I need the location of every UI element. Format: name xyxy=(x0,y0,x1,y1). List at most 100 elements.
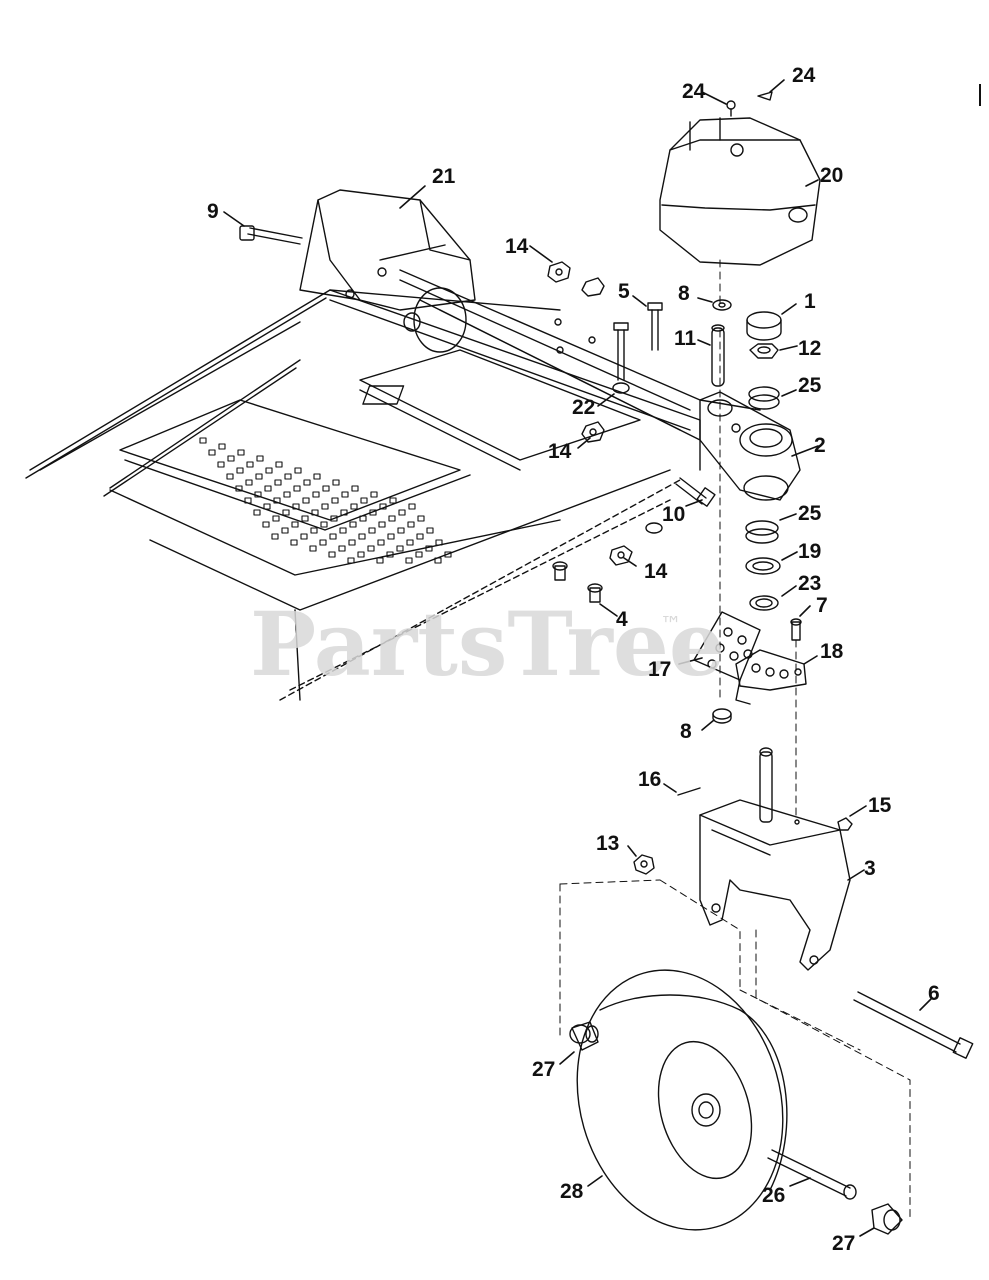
callout-14-top[interactable]: 14 xyxy=(505,235,529,258)
foot-plate-hole xyxy=(253,509,261,516)
foot-plate-hole xyxy=(444,551,452,558)
foot-plate-hole xyxy=(292,503,300,510)
foot-plate-hole xyxy=(236,467,244,474)
foot-plate-hole xyxy=(199,437,207,444)
foot-plate-hole xyxy=(416,533,424,540)
wheel-tire-28 xyxy=(576,969,788,1231)
callout-25-bottom[interactable]: 25 xyxy=(798,502,822,525)
callout-10[interactable]: 10 xyxy=(662,503,685,526)
foot-plate-hole xyxy=(275,461,283,468)
sleeve-26 xyxy=(767,1149,857,1200)
screw-24-left xyxy=(726,100,736,117)
foot-plate-hole xyxy=(349,521,357,528)
foot-plate-hole xyxy=(237,449,245,456)
foot-plate-hole xyxy=(397,527,405,534)
fender-cover-left xyxy=(299,189,476,353)
callout-3[interactable]: 3 xyxy=(864,857,876,880)
callout-4[interactable]: 4 xyxy=(616,608,628,631)
foot-plate-hole xyxy=(309,545,317,552)
foot-plate-hole xyxy=(407,521,415,528)
callout-19[interactable]: 19 xyxy=(798,540,821,563)
foot-plate-hole xyxy=(368,527,376,534)
foot-plate-hole xyxy=(293,485,301,492)
foot-plate-hole xyxy=(377,539,385,546)
callout-26[interactable]: 26 xyxy=(762,1184,785,1207)
callout-8-bottom[interactable]: 8 xyxy=(680,720,692,743)
callout-23[interactable]: 23 xyxy=(798,572,821,595)
callout-24-right[interactable]: 24 xyxy=(792,64,816,87)
foot-plate-hole xyxy=(254,491,262,498)
foot-plate-hole xyxy=(272,515,280,522)
callout-13[interactable]: 13 xyxy=(596,832,619,855)
foot-plate-hole xyxy=(290,539,298,546)
foot-plate-hole xyxy=(387,533,395,540)
callout-9[interactable]: 9 xyxy=(207,200,219,223)
foot-plate-hole xyxy=(256,455,264,462)
foot-plate-hole xyxy=(360,497,368,504)
foot-plate-hole xyxy=(283,491,291,498)
bolt-9 xyxy=(239,225,303,245)
callout-28[interactable]: 28 xyxy=(560,1180,584,1203)
callout-11[interactable]: 11 xyxy=(674,327,697,350)
foot-plate-hole xyxy=(379,503,387,510)
callout-1[interactable]: 1 xyxy=(804,290,816,313)
callout-16[interactable]: 16 xyxy=(638,768,661,791)
foot-plate-hole xyxy=(246,461,254,468)
callout-27-right[interactable]: 27 xyxy=(832,1232,855,1255)
foot-plate-hole xyxy=(398,509,406,516)
nut-14-mid xyxy=(581,421,605,443)
bolt-5 xyxy=(647,302,663,351)
foot-plate-hole xyxy=(376,557,384,564)
foot-plate-hole xyxy=(435,539,443,546)
foot-plate-hole xyxy=(284,473,292,480)
callout-27-left[interactable]: 27 xyxy=(532,1058,555,1081)
callout-14-low[interactable]: 14 xyxy=(644,560,668,583)
foot-plate-hole xyxy=(348,539,356,546)
foot-plate-hole xyxy=(389,497,397,504)
callout-21[interactable]: 21 xyxy=(432,165,456,188)
callout-15[interactable]: 15 xyxy=(868,794,892,817)
foot-plate-hole xyxy=(340,509,348,516)
foot-plate-hole xyxy=(227,455,235,462)
callout-17[interactable]: 17 xyxy=(648,658,671,681)
foot-plate-hole xyxy=(313,473,321,480)
foot-plate-hole xyxy=(235,485,243,492)
foot-plate-hole xyxy=(312,491,320,498)
callout-7[interactable]: 7 xyxy=(816,594,828,617)
alignment-lines xyxy=(559,259,911,1219)
foot-plate-hole xyxy=(218,443,226,450)
foot-plate-hole xyxy=(369,509,377,516)
callout-2[interactable]: 2 xyxy=(814,434,826,457)
callout-18[interactable]: 18 xyxy=(820,640,844,663)
foot-plate-hole xyxy=(378,521,386,528)
foot-plate-hole xyxy=(332,479,340,486)
callout-20[interactable]: 20 xyxy=(820,164,843,187)
foot-plate-hole xyxy=(434,557,442,564)
bolt-22 xyxy=(612,322,630,394)
bolt-7 xyxy=(790,618,802,641)
callout-25-top[interactable]: 25 xyxy=(798,374,822,397)
foot-plate-hole xyxy=(338,545,346,552)
callout-24-left[interactable]: 24 xyxy=(682,80,706,103)
bearing-25-bottom xyxy=(745,520,779,544)
callout-6[interactable]: 6 xyxy=(928,982,940,1005)
dust-cap-1 xyxy=(746,311,782,341)
foot-plate-hole xyxy=(386,551,394,558)
callout-8-top[interactable]: 8 xyxy=(678,282,690,305)
callout-12[interactable]: 12 xyxy=(798,337,821,360)
nut-13 xyxy=(633,854,655,875)
callout-5[interactable]: 5 xyxy=(618,280,630,303)
foot-plate-hole xyxy=(273,497,281,504)
seal-19 xyxy=(745,557,781,575)
foot-plate-hole xyxy=(226,473,234,480)
adjust-plate-18 xyxy=(735,649,807,705)
callout-14-mid[interactable]: 14 xyxy=(548,440,572,463)
callout-22[interactable]: 22 xyxy=(572,396,595,419)
spacer-27-left xyxy=(569,1021,599,1051)
foot-plate-hole xyxy=(331,497,339,504)
callout-labels: 1 2 3 4 5 6 7 8 8 9 10 11 12 13 14 14 14… xyxy=(207,64,940,1255)
nut-14-low xyxy=(609,545,633,566)
caster-fork-3 xyxy=(699,747,851,971)
foot-plate-hole xyxy=(426,527,434,534)
bearing-25-top xyxy=(748,386,780,410)
